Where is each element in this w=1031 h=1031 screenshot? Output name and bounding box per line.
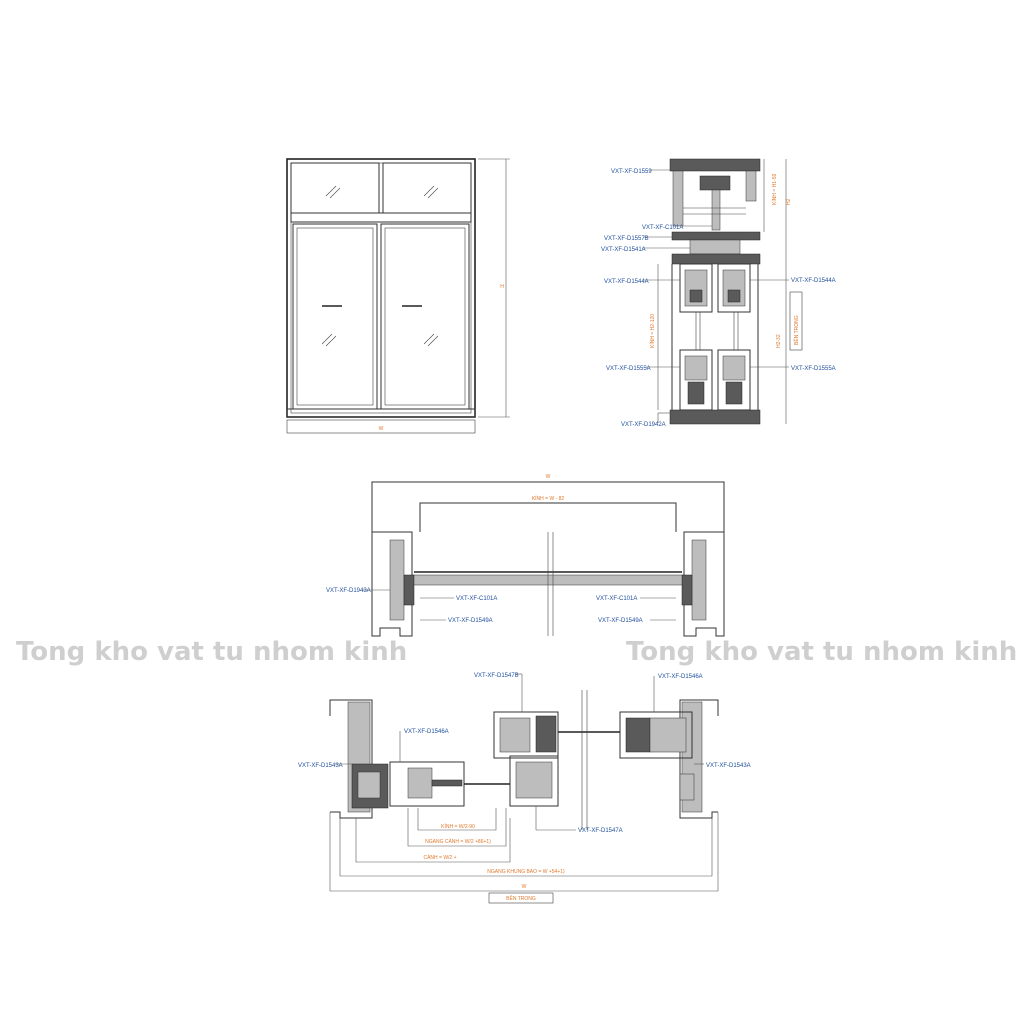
watermark-right: Tong kho vat tu nhom kinh: [626, 637, 1017, 667]
transom-w-dimension: [371, 481, 725, 532]
vertical-section-right-labels: VXT-XF-D1544A VXT-XF-D1555A: [750, 278, 836, 372]
top-frame-profile: [669, 158, 761, 172]
sliding-label-d1547a: VXT-XF-D1547A: [578, 828, 623, 834]
elevation-inner-frame: [290, 162, 472, 414]
width-dimension-label: W: [379, 426, 384, 432]
transom-glass-dimension: [419, 502, 677, 532]
transom-dim-glass: KÍNH = W - 82: [532, 495, 565, 502]
transom-label-d1943a: VXT-XF-D1943A: [326, 588, 371, 594]
sliding-side-box-label: BÊN TRONG: [506, 894, 536, 902]
label-d1555a-left: VXT-XF-D1555A: [606, 366, 651, 372]
bottom-sill: [286, 408, 476, 418]
watermark-left: Tong kho vat tu nhom kinh: [16, 637, 407, 667]
transom-left-pane: [290, 162, 380, 214]
bottom-frame-profile: [669, 409, 761, 425]
center-interlock-upper: [493, 711, 559, 759]
transom-dim-w: W: [546, 474, 551, 480]
label-d1541a: VXT-XF-D1541A: [601, 247, 646, 253]
side-box-inside: [789, 291, 803, 351]
sash-left-glass: [296, 227, 374, 406]
sliding-dim-glass: KÍNH = W/2-90: [441, 823, 475, 830]
label-d1555a-right: VXT-XF-D1555A: [791, 366, 836, 372]
vertical-section-left-labels: VXT-XF-D1559 VXT-XF-C101A VXT-XF-D1557B …: [601, 169, 712, 428]
transom-bar: [290, 212, 472, 223]
label-c101a: VXT-XF-C101A: [642, 225, 683, 231]
sliding-dim-frame-width: NGANG KHUNG BAO = W +54+1): [487, 869, 565, 875]
sliding-section: VXT-XF-D1547B VXT-XF-D1546A VXT-XF-D1546…: [298, 673, 751, 904]
sliding-right-frame: [679, 699, 719, 819]
transom-left-jamb: [371, 531, 413, 637]
sliding-dim-w: W: [522, 884, 527, 890]
sliding-label-d1546a-inner: VXT-XF-D1546A: [404, 729, 449, 735]
label-d1559: VXT-XF-D1559: [611, 169, 652, 175]
sliding-label-d1543a-left: VXT-XF-D1543A: [298, 763, 343, 769]
sliding-dim-sash: CÁNH = W/2 +: [423, 854, 456, 861]
sash-right: [380, 223, 470, 410]
window-elevation: W H: [286, 158, 510, 434]
transom-label-c101a-right: VXT-XF-C101A: [596, 596, 637, 602]
height-dimension-label: H: [500, 284, 504, 290]
transom-right-jamb: [683, 531, 725, 637]
transom-label-d1549a-left: VXT-XF-D1549A: [448, 618, 493, 624]
dim-top-glass: KÍNH = H1-59: [771, 174, 778, 205]
transom-section: W KÍNH = W - 82 VXT-XF-D1943A VXT-XF-C10…: [326, 474, 725, 637]
label-d1942a: VXT-XF-D1942A: [621, 422, 666, 428]
sliding-dim-sash-width: NGANG CÁNH = W/2 +86+1): [425, 838, 491, 845]
transom-label-d1549a-right: VXT-XF-D1549A: [598, 618, 643, 624]
dim-h2-32: H2-32: [776, 334, 782, 348]
transom-right-pane: [382, 162, 472, 214]
dim-sash-glass: KÍNH = H2-120: [649, 314, 656, 348]
sash-right-section: [619, 711, 693, 759]
glass-mark-icons: [321, 185, 439, 347]
label-d1557b: VXT-XF-D1557B: [604, 236, 649, 242]
sliding-w-dimension: [329, 812, 719, 892]
sliding-left-frame: [329, 699, 373, 819]
side-box-inside-label: BÊN TRONG: [792, 315, 800, 345]
dim-height: H2: [786, 198, 792, 205]
sliding-label-d1546a-top: VXT-XF-D1546A: [658, 674, 703, 680]
label-d1544a-right: VXT-XF-D1544A: [791, 278, 836, 284]
vertical-section: VXT-XF-D1559 VXT-XF-C101A VXT-XF-D1557B …: [601, 158, 836, 428]
transom-profile: [671, 231, 761, 241]
transom-label-c101a-left: VXT-XF-C101A: [456, 596, 497, 602]
sash-right-glass: [384, 227, 466, 406]
sliding-side-box-inside: [488, 892, 554, 904]
center-interlock-lower: [509, 755, 559, 807]
sash-left: [292, 223, 378, 410]
sliding-label-d1547b: VXT-XF-D1547B: [474, 673, 519, 679]
sliding-label-d1543a-right: VXT-XF-D1543A: [706, 763, 751, 769]
label-d1544a-left: VXT-XF-D1544A: [604, 279, 649, 285]
width-dimension-box: [286, 419, 476, 434]
